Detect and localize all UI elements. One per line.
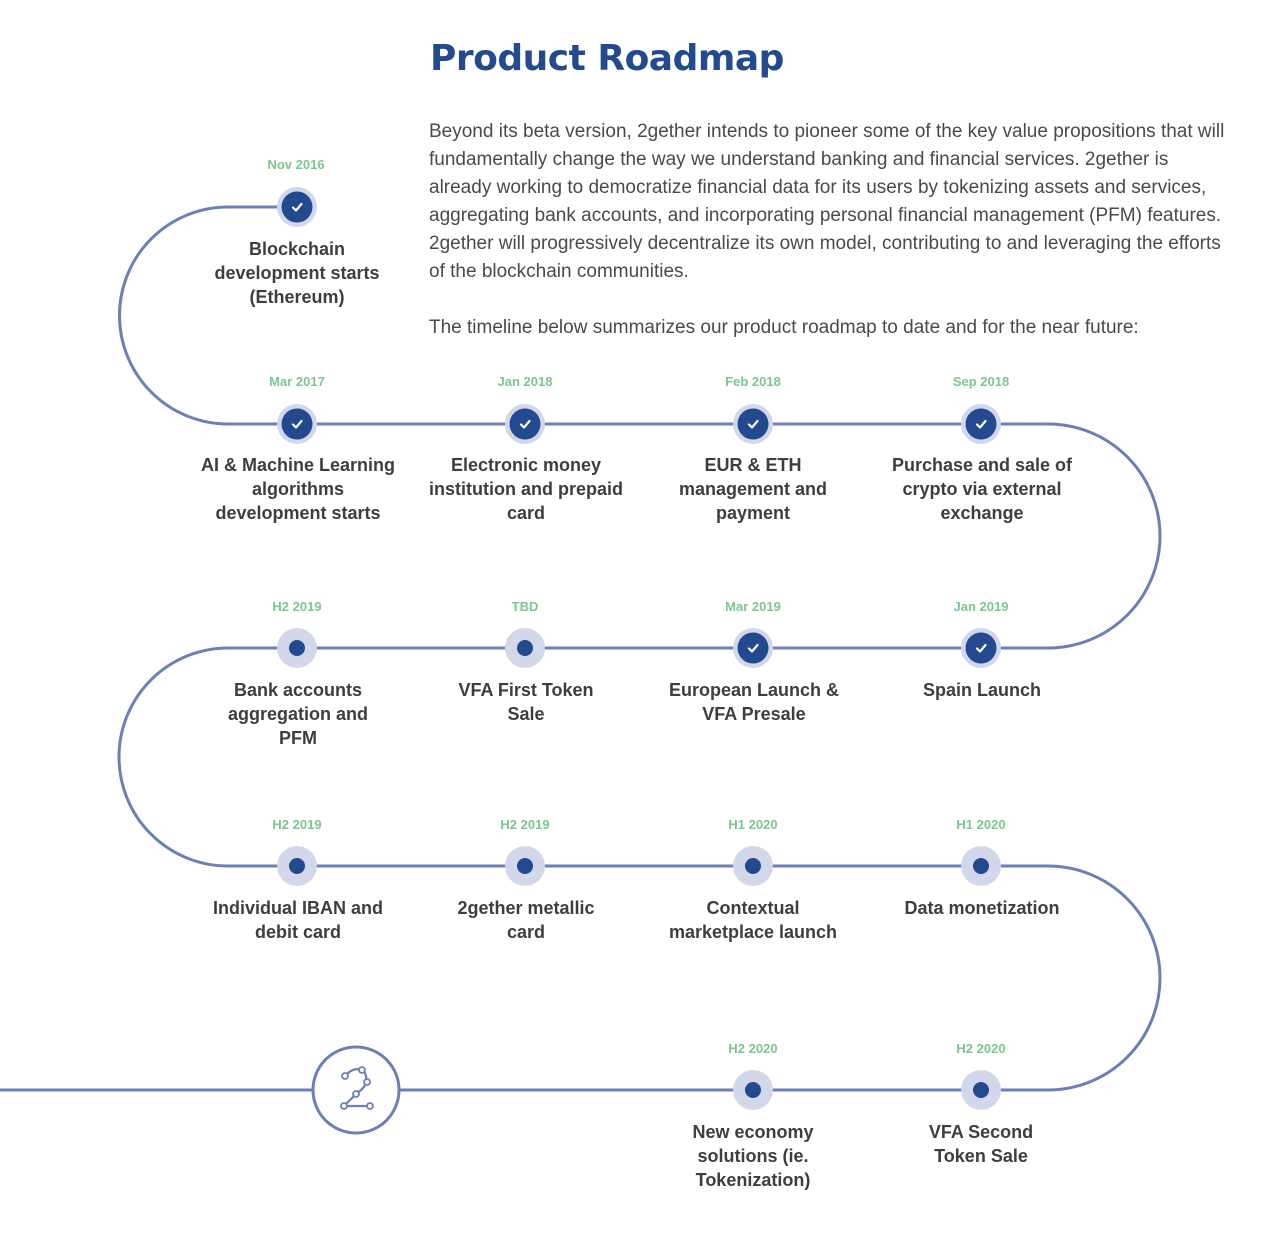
milestone-date: Mar 2017 xyxy=(269,374,325,389)
check-icon xyxy=(747,419,759,429)
milestone-date: Jan 2018 xyxy=(497,374,553,389)
marker-dot xyxy=(973,1082,989,1098)
milestone-date: H2 2019 xyxy=(500,817,550,832)
marker-core xyxy=(965,408,997,440)
milestone-done-marker xyxy=(961,628,1001,668)
milestone-label: European Launch & VFA Presale xyxy=(668,680,839,724)
milestone-planned-marker xyxy=(505,628,545,668)
check-icon xyxy=(975,419,987,429)
timeline-path xyxy=(0,205,1162,1092)
marker-dot xyxy=(517,640,533,656)
page-title: Product Roadmap xyxy=(430,38,784,79)
check-icon xyxy=(519,419,531,429)
marker-dot xyxy=(289,640,305,656)
check-icon xyxy=(291,419,303,429)
milestone-planned-marker xyxy=(277,628,317,668)
milestone-done-marker xyxy=(277,187,317,227)
milestone-label: New economy solutions (ie. Tokenization) xyxy=(692,1122,814,1190)
milestone-date: H2 2020 xyxy=(728,1041,778,1056)
marker-core xyxy=(737,632,769,664)
milestone-date: Sep 2018 xyxy=(952,374,1010,389)
milestone-done-marker xyxy=(277,404,317,444)
marker-core xyxy=(281,408,313,440)
marker-dot xyxy=(517,858,533,874)
milestone-date: Nov 2016 xyxy=(267,157,325,172)
milestone-date: Mar 2019 xyxy=(725,599,781,614)
milestone-planned-marker xyxy=(277,846,317,886)
milestone-label: Bank accounts aggregation and PFM xyxy=(227,680,368,748)
milestone-planned-marker xyxy=(733,846,773,886)
intro-text: Beyond its beta version, 2gether intends… xyxy=(429,118,1229,342)
marker-dot xyxy=(289,858,305,874)
milestone-date: H2 2019 xyxy=(272,599,322,614)
milestone-date: H1 2020 xyxy=(728,817,778,832)
milestone-label: Contextual marketplace launch xyxy=(668,898,838,942)
2gether-logo-icon xyxy=(311,1045,401,1135)
intro-paragraph: Beyond its beta version, 2gether intends… xyxy=(429,121,1225,282)
intro-paragraph: The timeline below summarizes our produc… xyxy=(429,317,1139,338)
marker-core xyxy=(281,191,313,223)
milestone-planned-marker xyxy=(733,1070,773,1110)
milestone-label: Data monetization xyxy=(904,898,1060,918)
milestone-date: H1 2020 xyxy=(956,817,1006,832)
check-icon xyxy=(975,643,987,653)
milestone-label: AI & Machine Learning algorithms develop… xyxy=(200,455,396,523)
milestone-date: H2 2019 xyxy=(272,817,322,832)
milestone-done-marker xyxy=(961,404,1001,444)
marker-dot xyxy=(745,858,761,874)
milestone-date: Feb 2018 xyxy=(725,374,781,389)
milestone-label: EUR & ETH management and payment xyxy=(678,455,828,523)
milestone-label: VFA First Token Sale xyxy=(458,680,594,724)
milestone-planned-marker xyxy=(961,846,1001,886)
milestone-label: Purchase and sale of crypto via external… xyxy=(891,455,1073,523)
marker-core xyxy=(737,408,769,440)
milestone-label: Spain Launch xyxy=(922,680,1041,700)
milestone-planned-marker xyxy=(961,1070,1001,1110)
milestone-done-marker xyxy=(733,404,773,444)
milestone-date: Jan 2019 xyxy=(953,599,1009,614)
milestone-planned-marker xyxy=(505,846,545,886)
check-icon xyxy=(291,202,303,212)
milestone-label: Electronic money institution and prepaid… xyxy=(429,455,623,523)
milestone-date: H2 2020 xyxy=(956,1041,1006,1056)
milestone-date: TBD xyxy=(511,599,539,614)
check-icon xyxy=(747,643,759,653)
marker-dot xyxy=(973,858,989,874)
milestone-done-marker xyxy=(733,628,773,668)
milestone-label: VFA Second Token Sale xyxy=(928,1122,1034,1166)
milestone-label: 2gether metallic card xyxy=(457,898,595,942)
milestone-label: Individual IBAN and debit card xyxy=(212,898,383,942)
milestone-label: Blockchain development starts (Ethereum) xyxy=(214,239,380,307)
marker-core xyxy=(509,408,541,440)
marker-core xyxy=(965,632,997,664)
milestone-done-marker xyxy=(505,404,545,444)
marker-dot xyxy=(745,1082,761,1098)
